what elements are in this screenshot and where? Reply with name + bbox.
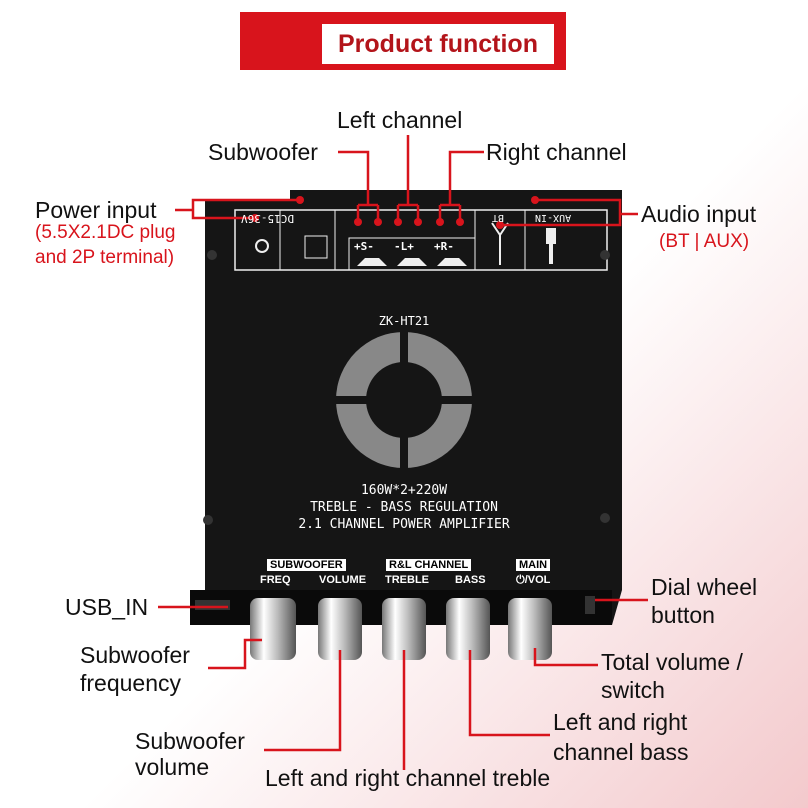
label-total-volume: Total volume / [601,649,743,675]
label-sub-freq: Subwoofer [80,642,190,668]
knob-label-treble: TREBLE [385,574,429,586]
power-label: DC15-36V [241,212,294,225]
label-power-input: Power input [35,197,157,223]
spec-line: 2.1 CHANNEL POWER AMPLIFIER [298,517,510,532]
label-bass: Left and right [553,709,688,735]
model-label: ZK-HT21 [378,314,430,328]
knob-label-volume: VOLUME [319,574,367,586]
label-dial: Dial wheel [651,574,758,600]
label-power-note: (5.5X2.1DC plug [35,222,176,243]
label-sub-freq: frequency [80,670,182,696]
label-usb-in: USB_IN [65,594,149,620]
label-sub-volume: volume [135,754,210,780]
label-audio-note: (BT | AUX) [659,231,750,252]
aux-label: AUX-IN [535,212,572,223]
bt-label: BT [492,212,505,223]
group-main: MAIN [516,559,551,571]
spk-s: +S- [354,240,374,253]
label-right-channel: Right channel [486,139,627,165]
group-rl-channel: R&L CHANNEL [386,559,472,571]
dial-wheel [585,596,595,614]
page-title: Product function [322,24,554,64]
spec-line: 160W*2+220W [360,483,448,498]
group-subwoofer: SUBWOOFER [267,559,346,571]
label-audio-input: Audio input [641,201,757,227]
spec-line: TREBLE - BASS REGULATION [310,500,498,515]
spk-r: +R- [434,240,454,253]
label-power-note: and 2P terminal) [35,247,175,268]
knob-label-freq: FREQ [260,574,291,586]
spk-l: -L+ [394,240,414,253]
usb-port [195,600,230,610]
label-treble: Left and right channel treble [265,765,551,791]
label-dial: button [651,602,715,628]
knob-label-bass: BASS [455,574,486,586]
label-subwoofer: Subwoofer [208,139,318,165]
label-bass: channel bass [553,739,689,765]
knobs [250,598,552,660]
label-left-channel: Left channel [337,107,463,133]
label-total-volume: switch [601,677,665,703]
knob-label-vol: ⏻/VOL [516,574,551,586]
label-sub-volume: Subwoofer [135,728,245,754]
